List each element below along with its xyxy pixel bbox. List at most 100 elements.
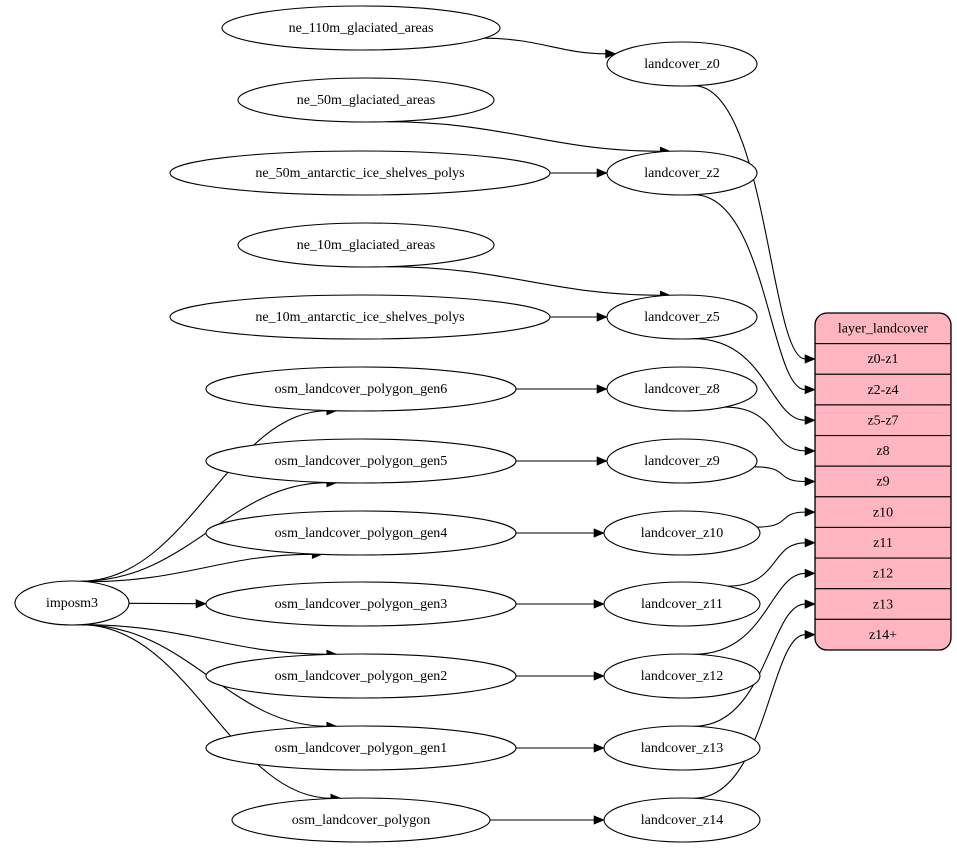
edge-arrowhead bbox=[804, 415, 816, 425]
node-landcover_z12-label: landcover_z12 bbox=[641, 669, 723, 684]
node-osm_landcover_polygon_gen5-label: osm_landcover_polygon_gen5 bbox=[275, 454, 448, 469]
node-ne_50m_glaciated_areas[interactable]: ne_50m_glaciated_areas bbox=[237, 77, 495, 123]
node-landcover_z12[interactable]: landcover_z12 bbox=[603, 653, 761, 699]
edge-landcover_z8-to-layer_landcover-z8-path bbox=[724, 406, 806, 452]
edge-osm_landcover_polygon_gen4-to-landcover_z10 bbox=[516, 528, 605, 538]
table-row-z14plus-cell[interactable] bbox=[815, 618, 951, 650]
node-landcover_z13[interactable]: landcover_z13 bbox=[603, 725, 761, 771]
table-rows-group: layer_landcoverz0-z1z2-z4z5-z7z8z9z10z11… bbox=[815, 313, 951, 650]
edge-arrowhead bbox=[804, 476, 816, 487]
edge-arrowhead bbox=[195, 599, 207, 609]
table-row-z12-cell[interactable] bbox=[815, 557, 951, 590]
edge-arrowhead bbox=[605, 49, 617, 59]
node-landcover_z0-shape bbox=[606, 41, 758, 87]
edge-landcover_z0-to-layer_landcover-z0-z1-path bbox=[693, 85, 806, 360]
node-landcover_z2[interactable]: landcover_z2 bbox=[606, 150, 758, 196]
node-landcover_z14[interactable]: landcover_z14 bbox=[603, 797, 761, 843]
node-osm_landcover_polygon_gen2-label: osm_landcover_polygon_gen2 bbox=[275, 669, 448, 684]
edge-arrowhead bbox=[804, 446, 816, 456]
edge-osm_landcover_polygon-to-landcover_z14 bbox=[490, 815, 605, 825]
node-ne_110m_glaciated_areas[interactable]: ne_110m_glaciated_areas bbox=[221, 5, 501, 51]
table-row-z10-cell[interactable] bbox=[815, 496, 951, 529]
edge-landcover_z9-to-layer_landcover-z9-path bbox=[754, 466, 806, 483]
node-landcover_z10-label: landcover_z10 bbox=[641, 526, 723, 541]
node-osm_landcover_polygon_gen4[interactable]: osm_landcover_polygon_gen4 bbox=[205, 510, 517, 556]
table-row-z0-z1-cell[interactable] bbox=[815, 343, 951, 375]
edge-arrowhead bbox=[593, 528, 605, 538]
node-osm_landcover_polygon_gen6[interactable]: osm_landcover_polygon_gen6 bbox=[205, 366, 517, 412]
edge-arrowhead bbox=[596, 168, 608, 178]
node-osm_landcover_polygon_gen3-label: osm_landcover_polygon_gen3 bbox=[275, 597, 448, 612]
node-ne_110m_glaciated_areas-shape bbox=[221, 5, 501, 51]
node-landcover_z11-label: landcover_z11 bbox=[641, 597, 723, 612]
node-osm_landcover_polygon_gen2[interactable]: osm_landcover_polygon_gen2 bbox=[205, 653, 517, 699]
layer-landcover-table: layer_landcoverz0-z1z2-z4z5-z7z8z9z10z11… bbox=[814, 312, 952, 651]
edge-arrowhead bbox=[804, 599, 816, 609]
node-imposm3[interactable]: imposm3 bbox=[14, 580, 130, 626]
node-ne_50m_antarctic_ice_shelves_polys-shape bbox=[169, 150, 551, 196]
node-osm_landcover_polygon_gen5[interactable]: osm_landcover_polygon_gen5 bbox=[205, 438, 517, 484]
edge-ne_50m_glaciated_areas-to-landcover_z2 bbox=[386, 121, 672, 156]
node-landcover_z0-label: landcover_z0 bbox=[644, 57, 719, 72]
node-landcover_z8[interactable]: landcover_z8 bbox=[606, 366, 758, 412]
edge-arrowhead bbox=[804, 354, 816, 364]
node-landcover_z2-shape bbox=[606, 150, 758, 196]
edge-osm_landcover_polygon_gen5-to-landcover_z9 bbox=[516, 456, 608, 466]
edge-ne_50m_antarctic_ice_shelves_polys-to-landcover_z2 bbox=[550, 168, 608, 178]
edge-landcover_z0-to-layer_landcover-z0-z1 bbox=[693, 85, 816, 364]
table-row-z0-z1-label: z0-z1 bbox=[867, 352, 898, 367]
node-landcover_z11-shape bbox=[603, 581, 761, 627]
node-landcover_z5[interactable]: landcover_z5 bbox=[606, 294, 758, 340]
edge-imposm3-to-osm_landcover_polygon_gen3 bbox=[128, 599, 207, 609]
node-landcover_z13-shape bbox=[603, 725, 761, 771]
table-row-z2-z4-label: z2-z4 bbox=[867, 383, 898, 398]
node-osm_landcover_polygon[interactable]: osm_landcover_polygon bbox=[231, 797, 491, 843]
node-osm_landcover_polygon_gen6-label: osm_landcover_polygon_gen6 bbox=[275, 382, 448, 397]
table-row-z11-label: z11 bbox=[873, 536, 893, 551]
node-ne_10m_glaciated_areas-shape bbox=[237, 222, 495, 268]
node-ne_10m_antarctic_ice_shelves_polys-shape bbox=[169, 294, 551, 340]
node-ne_10m_antarctic_ice_shelves_polys-label: ne_10m_antarctic_ice_shelves_polys bbox=[255, 310, 464, 325]
edge-landcover_z11-to-layer_landcover-z11-path bbox=[727, 542, 806, 587]
edge-landcover_z12-to-layer_landcover-z12 bbox=[694, 568, 816, 655]
edge-landcover_z5-to-layer_landcover-z5-z7 bbox=[693, 338, 816, 425]
node-ne_50m_antarctic_ice_shelves_polys[interactable]: ne_50m_antarctic_ice_shelves_polys bbox=[169, 150, 551, 196]
edge-arrowhead bbox=[596, 312, 608, 322]
edge-imposm3-to-osm_landcover_polygon_gen6-path bbox=[80, 410, 328, 582]
node-ne_110m_glaciated_areas-label: ne_110m_glaciated_areas bbox=[289, 21, 434, 36]
edge-arrowhead bbox=[804, 538, 816, 548]
node-landcover_z10-shape bbox=[603, 510, 761, 556]
edge-arrowhead bbox=[593, 599, 605, 609]
edge-imposm3-to-osm_landcover_polygon bbox=[80, 624, 342, 803]
edge-imposm3-to-osm_landcover_polygon_gen4-path bbox=[86, 553, 313, 583]
node-landcover_z9[interactable]: landcover_z9 bbox=[606, 438, 758, 484]
node-landcover_z0[interactable]: landcover_z0 bbox=[606, 41, 758, 87]
node-ne_10m_antarctic_ice_shelves_polys[interactable]: ne_10m_antarctic_ice_shelves_polys bbox=[169, 294, 551, 340]
table-row-z11-cell[interactable] bbox=[815, 526, 951, 559]
node-osm_landcover_polygon_gen1[interactable]: osm_landcover_polygon_gen1 bbox=[205, 725, 517, 771]
table-row-z2-z4-cell[interactable] bbox=[815, 373, 951, 406]
table-row-z5-z7-cell[interactable] bbox=[815, 404, 951, 437]
table-row-z5-z7-label: z5-z7 bbox=[867, 413, 898, 428]
node-osm_landcover_polygon-shape bbox=[231, 797, 491, 843]
table-row-z9-label: z9 bbox=[876, 475, 889, 490]
table-row-z13-label: z13 bbox=[873, 597, 893, 612]
edge-landcover_z14-to-layer_landcover-z14--path bbox=[694, 634, 806, 799]
edge-landcover_z9-to-layer_landcover-z9 bbox=[754, 466, 816, 487]
edge-arrowhead bbox=[593, 815, 605, 825]
edge-ne_10m_antarctic_ice_shelves_polys-to-landcover_z5 bbox=[550, 312, 608, 322]
node-landcover_z5-shape bbox=[606, 294, 758, 340]
edge-landcover_z12-to-layer_landcover-z12-path bbox=[694, 572, 806, 655]
edge-osm_landcover_polygon_gen1-to-landcover_z13 bbox=[515, 743, 605, 753]
node-landcover_z11[interactable]: landcover_z11 bbox=[603, 581, 761, 627]
table-row-z12-label: z12 bbox=[873, 567, 893, 582]
edge-landcover_z13-to-layer_landcover-z13 bbox=[694, 599, 816, 727]
node-landcover_z10[interactable]: landcover_z10 bbox=[603, 510, 761, 556]
node-ne_10m_glaciated_areas[interactable]: ne_10m_glaciated_areas bbox=[237, 222, 495, 268]
edge-imposm3-to-osm_landcover_polygon_gen4 bbox=[86, 549, 323, 583]
node-osm_landcover_polygon_gen3[interactable]: osm_landcover_polygon_gen3 bbox=[205, 581, 517, 627]
node-landcover_z9-label: landcover_z9 bbox=[644, 454, 719, 469]
edge-landcover_z10-to-layer_landcover-z10 bbox=[757, 507, 816, 528]
edge-landcover_z2-to-layer_landcover-z2-z4-path bbox=[693, 194, 806, 391]
